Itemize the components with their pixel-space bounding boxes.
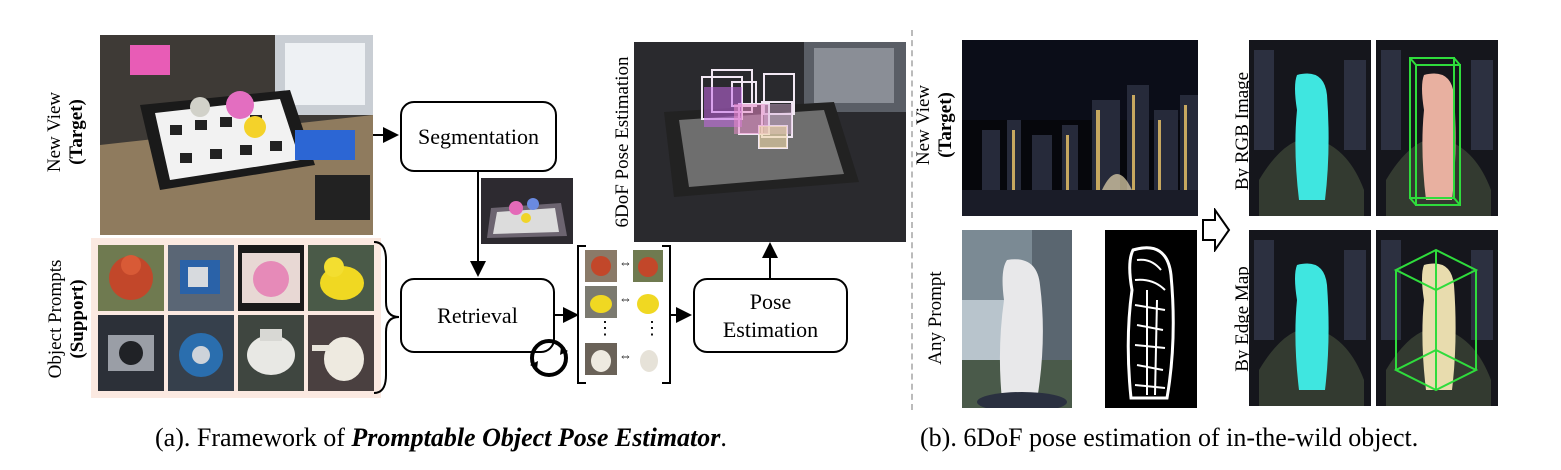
right-new-view-label: New View(Target) — [913, 84, 956, 166]
match-arrow-1: ⇔ — [619, 255, 632, 270]
matches-bracket-right — [662, 245, 671, 384]
panel-divider — [911, 30, 913, 410]
prompt-iron — [238, 315, 304, 391]
night-city-image — [962, 40, 1198, 216]
edge-mask-result — [1249, 230, 1371, 406]
match-support-3 — [633, 343, 663, 375]
rgb-mask-result — [1249, 40, 1371, 216]
retrieval-box: Retrieval — [400, 278, 555, 353]
match-ellipsis-left: ⋮ — [596, 318, 614, 338]
target-scene-image — [100, 35, 373, 235]
any-prompt-label: Any Prompt — [925, 271, 946, 365]
pose-result-image — [634, 42, 906, 242]
segmented-image — [481, 178, 573, 244]
transition-arrow — [1202, 208, 1231, 252]
edge-bbox-result — [1376, 230, 1498, 406]
prompt-camera — [98, 315, 164, 391]
match-query-3 — [585, 343, 617, 375]
caption-b: (b). 6DoF pose estimation of in-the-wild… — [920, 423, 1419, 452]
match-query-1 — [585, 250, 617, 282]
match-ellipsis-right: ⋮ — [643, 318, 661, 338]
matches-bracket-left — [577, 245, 586, 384]
match-arrow-3: ⇔ — [619, 348, 632, 363]
flow-arrows — [373, 127, 778, 323]
merlion-edge-image — [1105, 230, 1197, 408]
match-support-2 — [633, 286, 663, 318]
prompt-pink-cat — [238, 245, 304, 311]
prompt-driller-top — [168, 245, 234, 311]
prompt-red-figure — [98, 245, 164, 311]
match-support-1 — [633, 250, 663, 282]
prompt-watering-can — [308, 315, 374, 391]
cycle-icon — [530, 339, 568, 377]
segmentation-box: Segmentation — [400, 101, 557, 172]
match-arrow-2: ⇔ — [619, 291, 632, 306]
pose-estimation-box: Pose Estimation — [693, 278, 848, 353]
prompt-holepuncher — [168, 315, 234, 391]
rgb-bbox-result — [1376, 40, 1498, 216]
pose-result-label: 6DoF Pose Estimation — [612, 56, 633, 228]
merlion-prompt-image — [962, 230, 1072, 408]
caption-a: (a). Framework of Promptable Object Pose… — [155, 423, 727, 452]
prompts-brace — [373, 241, 400, 394]
match-query-2 — [585, 286, 617, 318]
prompt-yellow-duck — [308, 245, 374, 311]
